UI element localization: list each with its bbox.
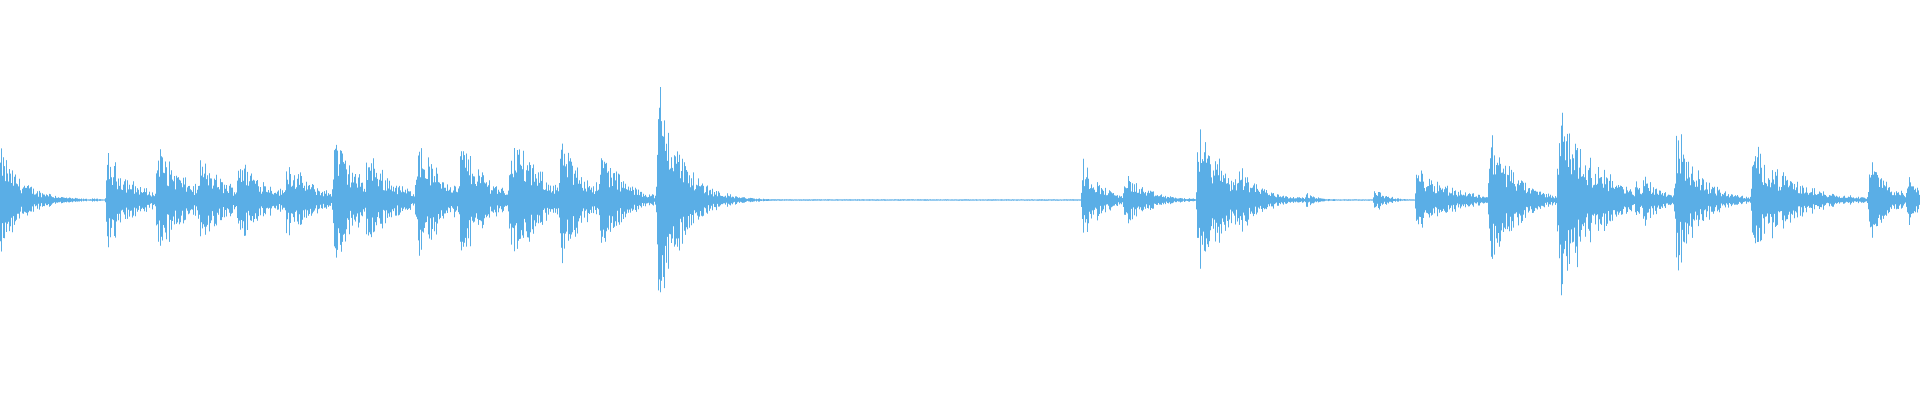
waveform-path	[0, 87, 1920, 296]
waveform-samples	[0, 87, 1920, 296]
